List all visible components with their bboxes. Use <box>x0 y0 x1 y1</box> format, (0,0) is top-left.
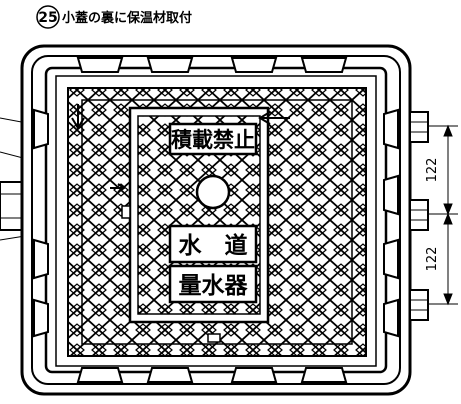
caption-number-circle <box>36 5 60 29</box>
center-hole <box>195 174 231 210</box>
right-bolts <box>409 111 429 321</box>
direction-arrows <box>71 104 290 193</box>
label-ryosuiki: 量水器 <box>179 273 249 299</box>
dimension-lines <box>428 124 458 306</box>
label-plate-middle: 水 道 <box>168 224 258 264</box>
label-plate-bottom: 量水器 <box>168 264 258 304</box>
left-clips <box>33 108 49 338</box>
label-kisai-kinshi: 積載禁止 <box>171 128 255 152</box>
caption: 25 小蓋の裏に保温材取付 <box>36 5 192 29</box>
right-clips <box>383 108 399 338</box>
top-clips <box>76 57 348 73</box>
lid-tabs <box>121 205 221 343</box>
dimension-lower-label: 122 <box>425 247 440 272</box>
bottom-clips <box>76 367 348 383</box>
label-plate-top: 積載禁止 <box>168 122 258 156</box>
label-suido: 水 道 <box>179 232 248 259</box>
right-arrow-small-icon <box>110 183 126 193</box>
caption-text: 小蓋の裏に保温材取付 <box>62 10 192 26</box>
bolt-icon <box>409 199 429 231</box>
left-arrow-icon <box>258 111 290 125</box>
bolt-icon <box>409 111 429 143</box>
down-arrow-icon <box>71 104 85 130</box>
caption-number: 25 <box>38 10 57 26</box>
bolt-icon <box>409 289 429 321</box>
dimension-upper-label: 122 <box>425 158 440 183</box>
